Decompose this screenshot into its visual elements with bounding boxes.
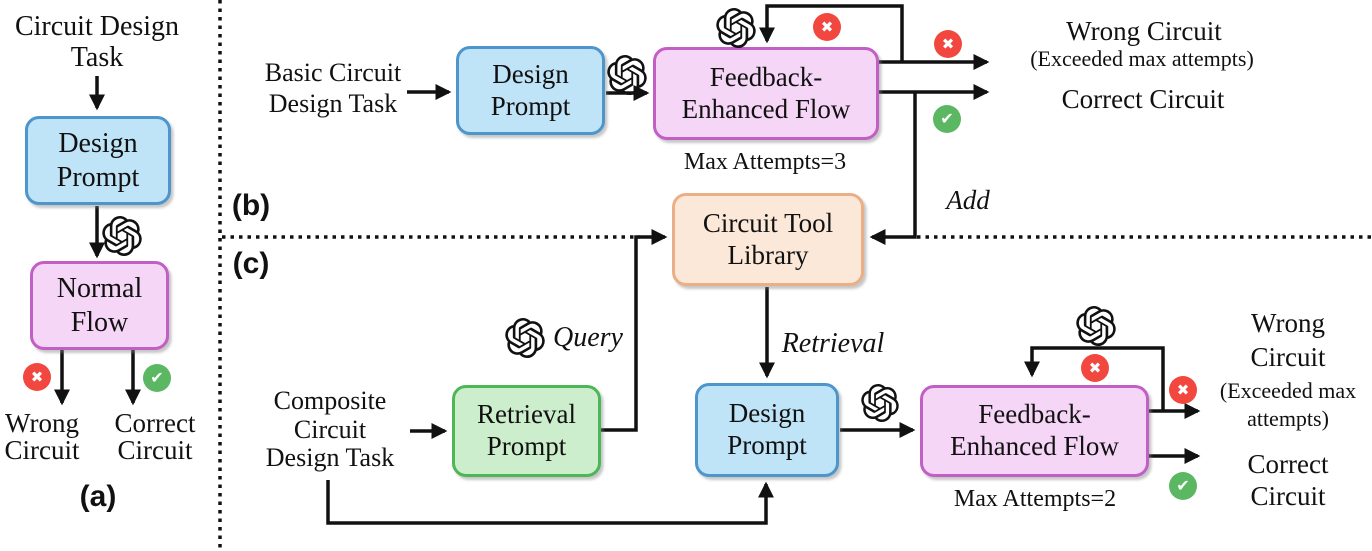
query-edge-label: Query [553, 322, 623, 353]
cross-badge-icon: ✖ [1169, 376, 1197, 404]
cross-badge-icon: ✖ [23, 363, 51, 391]
panel-label-b: (b) [231, 189, 271, 222]
openai-logo-icon [102, 216, 142, 256]
design-prompt-node-b: Design Prompt [456, 46, 605, 135]
retrieval-prompt-node-c: Retrieval Prompt [452, 385, 601, 477]
check-badge-icon: ✔ [933, 105, 961, 133]
design-prompt-node-c: Design Prompt [695, 383, 839, 477]
correct-circuit-label-b: Correct Circuit [1061, 84, 1225, 114]
arrow-task-bottom-path-to-design-prompt-c [326, 480, 775, 525]
correct-circuit-label-c: Correct Circuit [1247, 449, 1329, 512]
openai-logo-icon [861, 384, 899, 422]
panel-label-c: (c) [232, 247, 270, 280]
check-badge-icon: ✔ [1169, 472, 1197, 500]
arrow-add-to-library [869, 92, 917, 246]
openai-logo-icon [505, 318, 545, 358]
wrong-circuit-label-b: Wrong Circuit [1066, 16, 1222, 46]
task-label-c: Composite Circuit Design Task [265, 386, 395, 473]
task-label-b: Basic Circuit Design Task [264, 58, 402, 119]
add-edge-label: Add [946, 185, 990, 215]
arrow-query-to-library [600, 228, 668, 432]
design-prompt-node-a: Design Prompt [25, 116, 171, 205]
cross-badge-icon: ✖ [1081, 354, 1109, 382]
feedback-enhanced-flow-node-c: Feedback- Enhanced Flow [920, 385, 1149, 477]
normal-flow-node-a: Normal Flow [30, 261, 169, 350]
correct-circuit-label-a: Correct Circuit [114, 408, 196, 465]
panel-label-a: (a) [79, 480, 117, 513]
openai-logo-icon [607, 55, 647, 95]
retrieval-edge-label: Retrieval [781, 328, 885, 359]
cross-badge-icon: ✖ [934, 30, 962, 58]
openai-logo-icon [1076, 306, 1116, 346]
max-attempts-label-b: Max Attempts=3 [683, 149, 847, 175]
wrong-circuit-label-c: Wrong Circuit [1250, 308, 1326, 372]
check-badge-icon: ✔ [143, 364, 171, 392]
circuit-tool-library-node: Circuit Tool Library [672, 193, 864, 286]
wrong-circuit-sublabel-c: (Exceeded max attempts) [1219, 378, 1357, 431]
max-attempts-label-c: Max Attempts=2 [953, 486, 1117, 512]
feedback-enhanced-flow-node-b: Feedback- Enhanced Flow [653, 47, 879, 140]
task-label-a: Circuit Design Task [14, 11, 180, 74]
openai-logo-icon [716, 8, 756, 48]
wrong-circuit-sublabel-b: (Exceeded max attempts) [1030, 46, 1254, 71]
feedback-loop-b [758, 4, 904, 62]
feedback-loop-c [1023, 346, 1165, 411]
wrong-circuit-label-a: Wrong Circuit [4, 408, 80, 465]
cross-badge-icon: ✖ [813, 13, 841, 41]
